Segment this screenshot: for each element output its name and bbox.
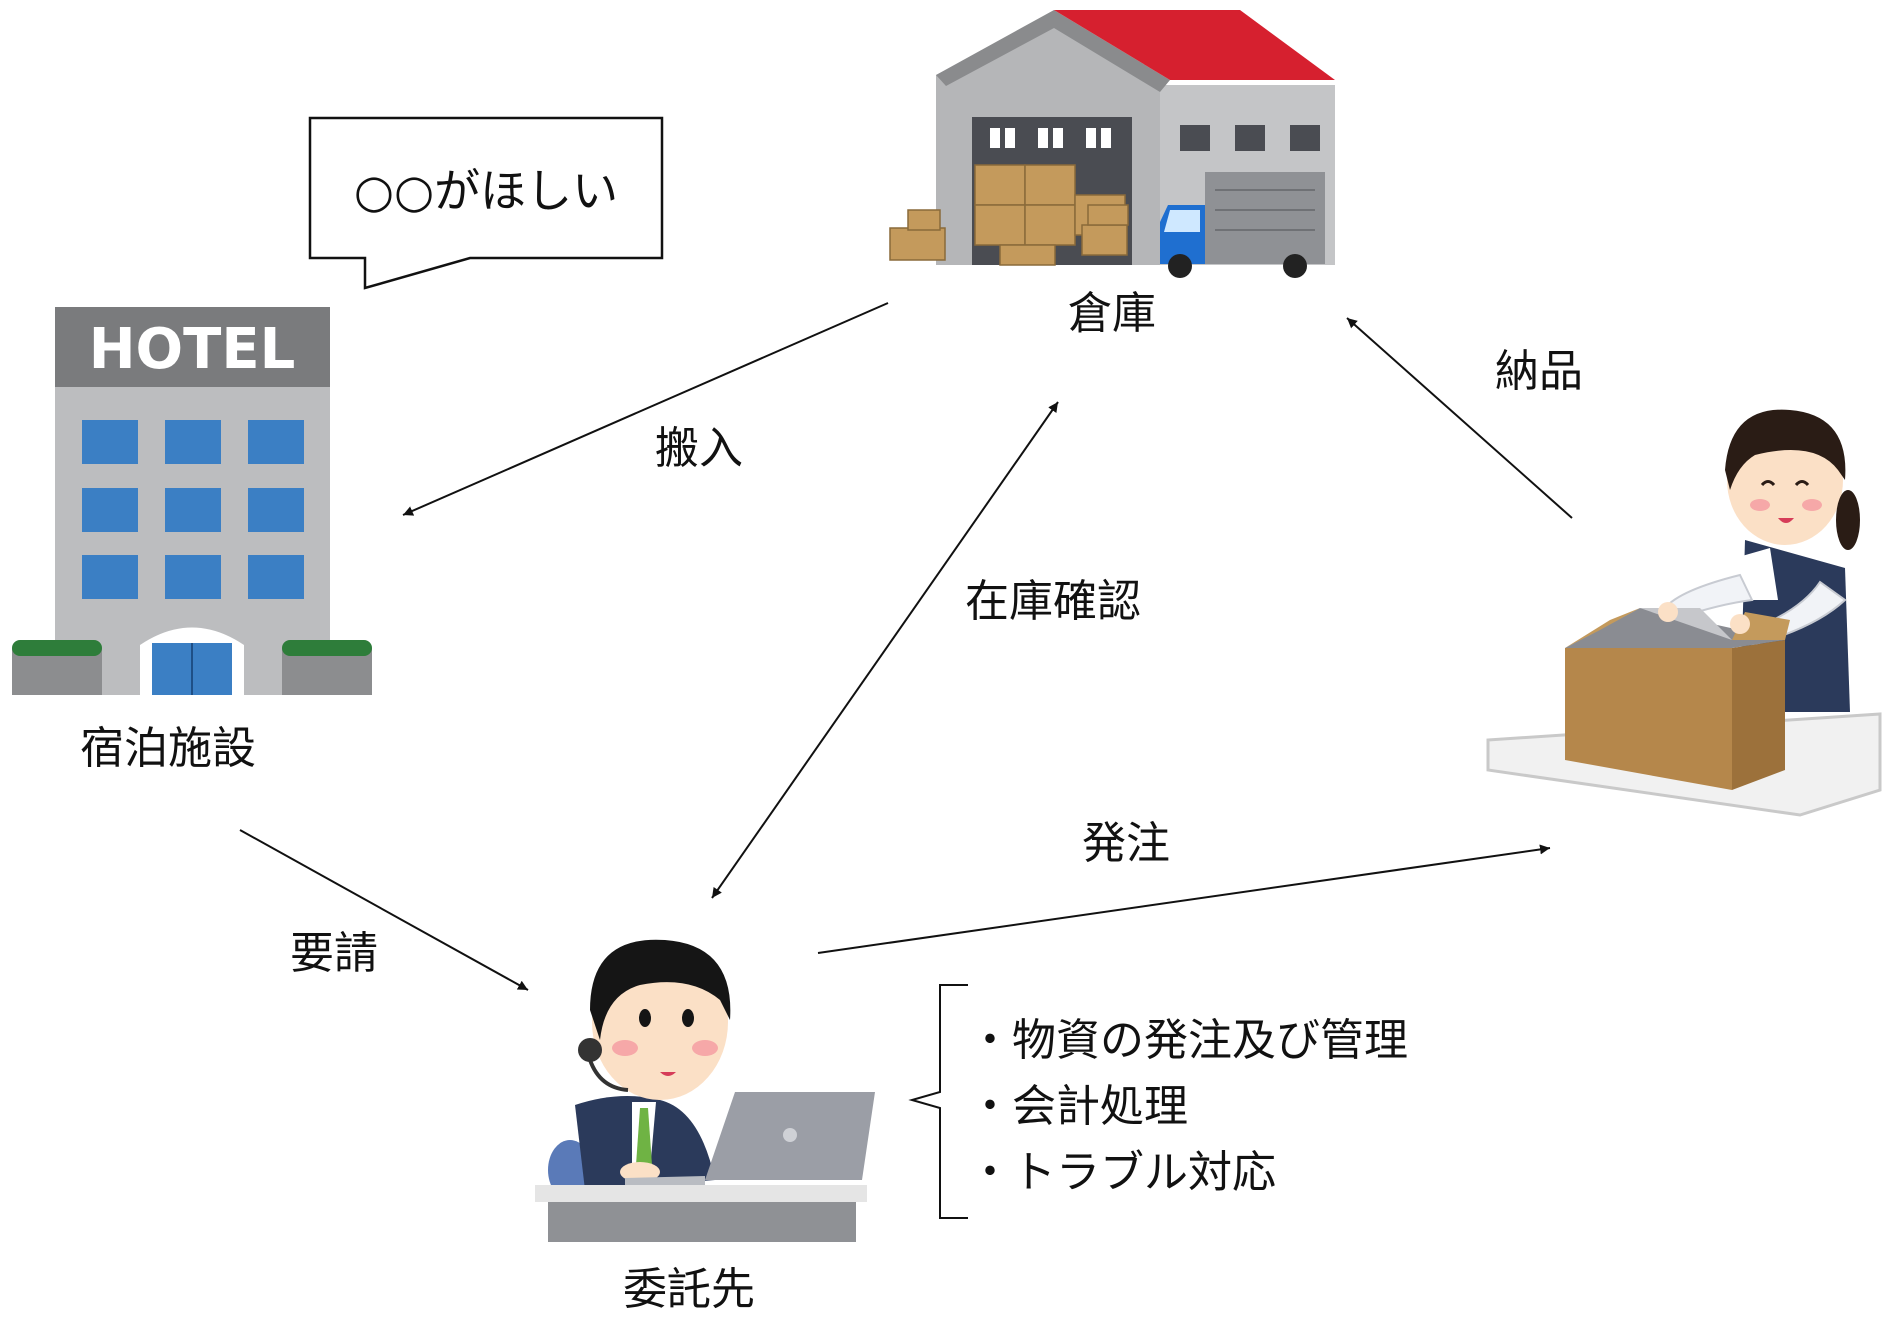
arrow-hotel-to-contractor <box>239 829 529 991</box>
arrow-warehouse-to-hotel <box>402 302 889 516</box>
warehouse-label: 倉庫 <box>1068 288 1156 339</box>
speech-bubble-shape <box>308 116 664 290</box>
edge-label-delivery-to-warehouse: 納品 <box>1495 346 1583 397</box>
task-item-troubleshooting: ・トラブル対応 <box>968 1147 1276 1198</box>
edge-label-order: 発注 <box>1082 818 1170 869</box>
task-item-accounting: ・会計処理 <box>968 1081 1188 1132</box>
contractor-task-list: ・物資の発注及び管理 ・会計処理 ・トラブル対応 <box>968 1008 1408 1206</box>
arrow-contractor-to-supplier <box>817 844 1551 954</box>
edge-label-delivery-in: 搬入 <box>655 423 743 474</box>
speech-bubble: ○○がほしい <box>310 118 662 258</box>
edge-label-stock-check: 在庫確認 <box>965 576 1141 627</box>
contractor-label: 委託先 <box>623 1264 755 1315</box>
task-brace <box>908 984 968 1219</box>
hotel-illustration: HOTEL <box>12 307 372 695</box>
speech-bubble-text: ○○がほしい <box>353 164 619 218</box>
truck-icon <box>1160 172 1325 278</box>
hotel-windows <box>82 420 304 599</box>
flow-arrows <box>239 302 1573 1219</box>
box-stack <box>889 164 1129 266</box>
hotel-label: 宿泊施設 <box>80 723 256 774</box>
task-item-procurement: ・物資の発注及び管理 <box>968 1015 1408 1066</box>
warehouse-illustration <box>889 10 1335 278</box>
supplier-illustration <box>1486 409 1882 817</box>
hotel-sign-text: HOTEL <box>89 317 296 382</box>
contractor-illustration <box>535 939 875 1242</box>
arrow-supplier-to-warehouse <box>1346 317 1573 519</box>
edge-label-request: 要請 <box>290 928 378 979</box>
arrow-stock-check <box>711 401 1059 899</box>
